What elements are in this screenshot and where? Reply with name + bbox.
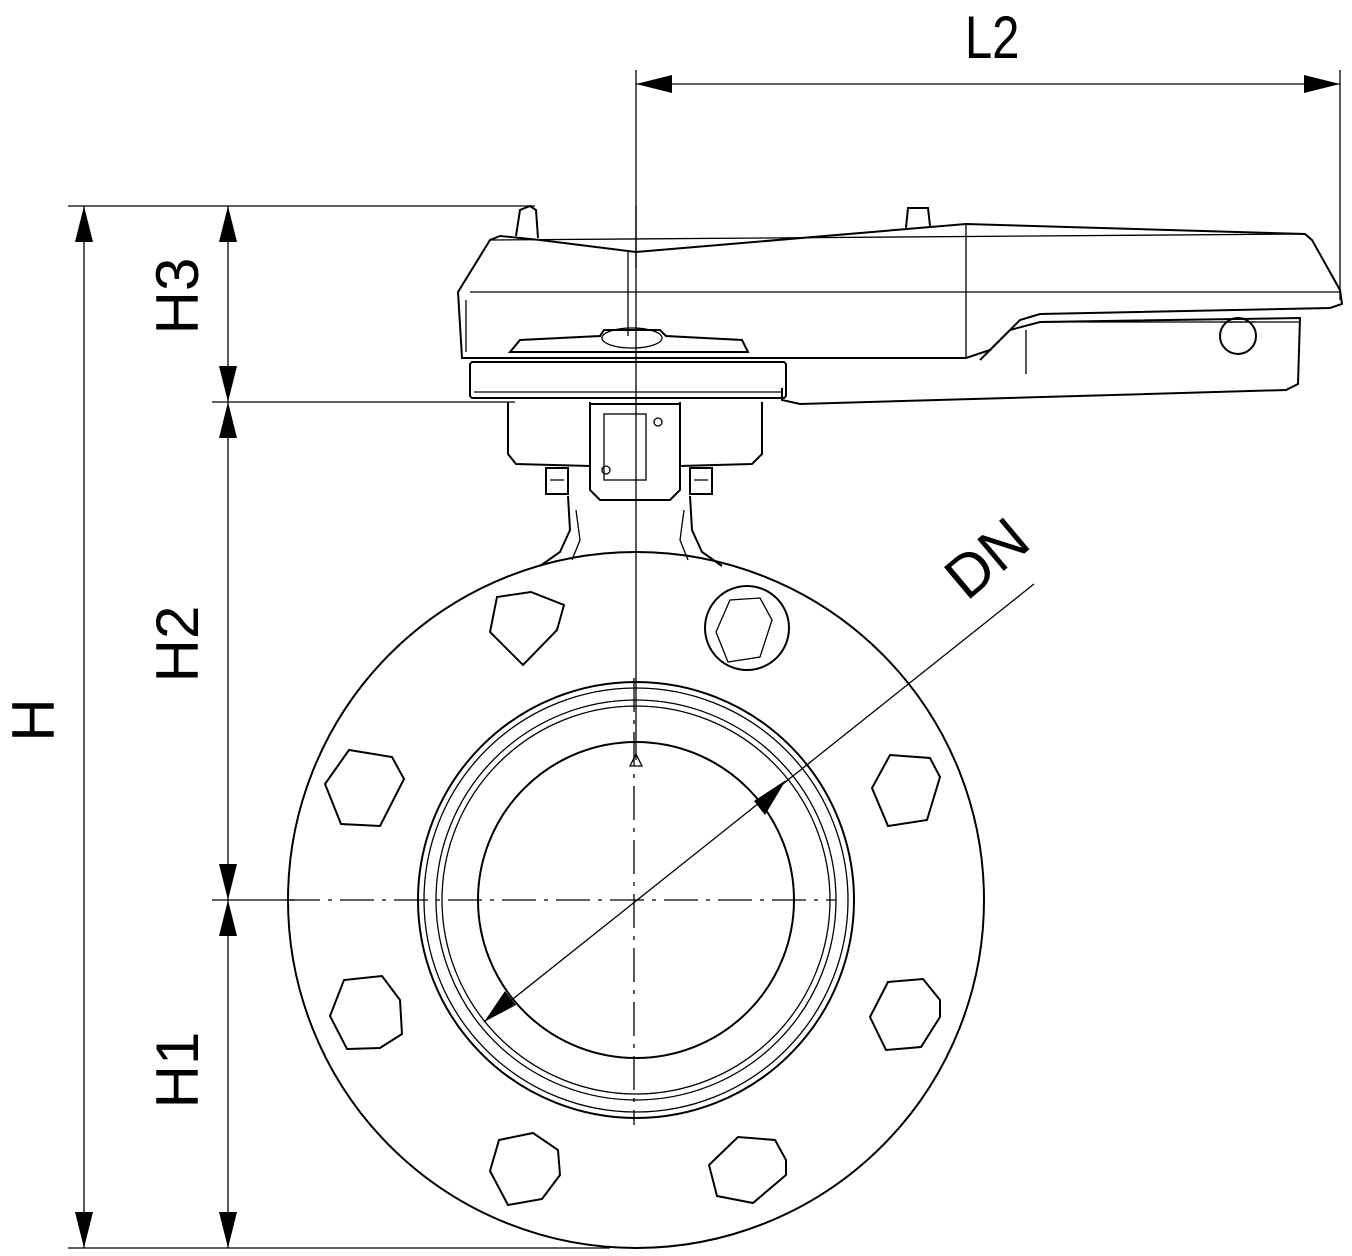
extension-lines	[68, 70, 1341, 1249]
stem-housing	[507, 402, 763, 567]
label-h1: H1	[144, 1032, 211, 1109]
label-dn: DN	[932, 505, 1041, 612]
dimension-dn	[483, 583, 1035, 1023]
index-plate	[469, 361, 787, 399]
lever-handle	[456, 204, 1344, 406]
label-h2: H2	[144, 606, 211, 683]
center-lines	[286, 206, 836, 1125]
label-h3: H3	[144, 258, 211, 335]
label-l2: L2	[965, 3, 1020, 71]
dimension-l2	[636, 75, 1340, 93]
dimension-h-stack	[219, 206, 237, 1248]
dimension-h	[75, 206, 93, 1248]
label-h: H	[0, 698, 67, 741]
